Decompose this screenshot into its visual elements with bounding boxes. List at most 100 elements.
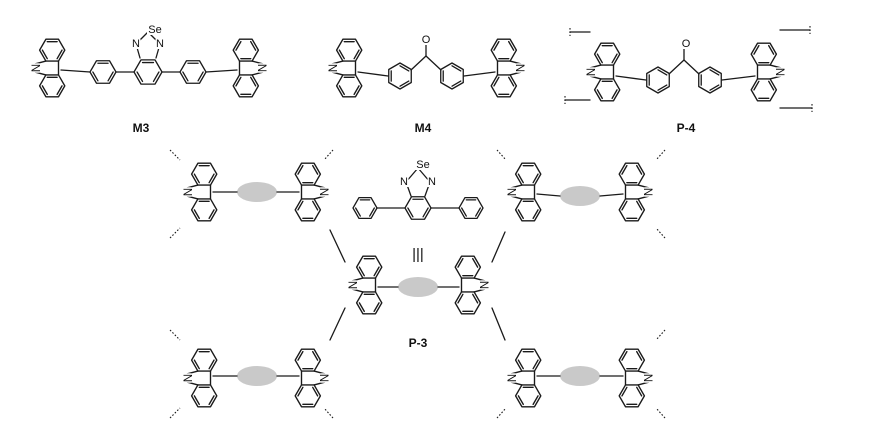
- phenylene-ring: [89, 60, 117, 84]
- core-unit-ellipse: [560, 366, 600, 386]
- double-bond-line: [768, 44, 775, 55]
- benzene-ring: [38, 74, 66, 98]
- double-bond-line: [297, 164, 304, 175]
- bond-line: [410, 55, 427, 71]
- phenyl-ring: [352, 196, 378, 220]
- benzene-ring: [618, 348, 646, 372]
- double-bond-line: [136, 71, 144, 83]
- nitrogen-atom: N: [180, 188, 192, 196]
- double-bond-line: [621, 200, 628, 211]
- atom-label-backdrop: [480, 280, 491, 290]
- double-bond-line: [596, 89, 603, 100]
- double-bond-line: [407, 207, 414, 218]
- carbazole-right: N: [750, 42, 788, 102]
- nitrogen-atom: N: [28, 64, 40, 72]
- chain-end-dash: [169, 227, 181, 239]
- nitrogen-atom: N: [480, 281, 492, 289]
- atom-label-backdrop: [326, 63, 337, 73]
- atom-label-backdrop: [320, 373, 331, 383]
- atom-label-backdrop: [29, 63, 40, 73]
- nitrogen-atom: N: [516, 64, 528, 72]
- double-bond-line: [472, 257, 479, 268]
- double-bond-line: [235, 76, 242, 87]
- bond-line: [721, 75, 756, 81]
- double-bond-line: [422, 207, 429, 218]
- chain-end-dash: [655, 329, 666, 341]
- carbazole-terminal: N: [180, 162, 218, 222]
- double-bond-line: [517, 395, 524, 406]
- benzene-ring: [355, 291, 383, 315]
- double-bond-line: [41, 85, 48, 96]
- benzene-ring: [294, 348, 322, 372]
- atom-label-backdrop: [320, 187, 331, 197]
- double-bond-line: [152, 71, 160, 83]
- fluorenone-ring: [698, 66, 722, 94]
- carbazole-left: N: [583, 42, 621, 102]
- benzene-ring: [232, 38, 260, 62]
- atom-label-backdrop: [505, 187, 516, 197]
- double-bond-line: [353, 85, 360, 96]
- double-bond-line: [596, 53, 603, 64]
- double-bond-line: [621, 164, 628, 175]
- fluorenone-ring: [388, 62, 412, 90]
- double-bond-line: [92, 71, 99, 82]
- double-bond-line: [312, 164, 319, 175]
- double-bond-line: [451, 80, 462, 87]
- double-bond-line: [636, 350, 643, 361]
- benzene-ring: [38, 38, 66, 62]
- fluorenone-ring: [646, 66, 670, 94]
- atom-label-backdrop: [415, 160, 431, 170]
- carbazole-left: N: [28, 38, 66, 98]
- double-bond-line: [636, 386, 643, 397]
- bond-line: [60, 69, 91, 73]
- double-bond-line: [493, 40, 500, 51]
- double-bond-line: [493, 76, 500, 87]
- benzene-ring: [294, 162, 322, 186]
- label-m4: M4: [415, 121, 432, 135]
- benzene-ring: [232, 74, 260, 98]
- phenyl-ring: [458, 196, 484, 220]
- nitrogen-atom: N: [644, 374, 656, 382]
- benzene-ring: [593, 78, 621, 102]
- atom-label-backdrop: [776, 67, 787, 77]
- label-p4: P-4: [677, 121, 696, 135]
- double-bond-line: [621, 350, 628, 361]
- double-bond-line: [753, 44, 760, 55]
- benzene-ring: [190, 384, 218, 408]
- double-bond-line: [193, 359, 200, 370]
- label-p3: P-3: [409, 336, 428, 350]
- double-bond-line: [753, 80, 760, 91]
- chain-end-dash: [323, 407, 334, 419]
- atom-label-backdrop: [399, 177, 409, 187]
- fluorenone-ring: [440, 62, 464, 90]
- double-bond-line: [56, 85, 63, 96]
- atom-label-backdrop: [131, 39, 141, 49]
- molecule-m4: NON: [325, 34, 528, 98]
- nitrogen-atom: N: [132, 38, 140, 50]
- double-bond-line: [354, 207, 361, 217]
- atom-label-backdrop: [505, 373, 516, 383]
- double-bond-line: [399, 65, 410, 72]
- double-bond-line: [532, 395, 539, 406]
- bond-line: [683, 59, 700, 75]
- double-bond-line: [338, 49, 345, 60]
- double-bond-line: [338, 85, 345, 96]
- carbazole-right: N: [232, 38, 270, 98]
- double-bond-line: [768, 80, 775, 91]
- double-bond-line: [399, 80, 410, 87]
- nitrogen-atom: N: [644, 188, 656, 196]
- double-bond-line: [353, 49, 360, 60]
- double-bond-line: [611, 89, 618, 100]
- benzene-ring: [618, 384, 646, 408]
- carbazole-terminal: N: [618, 348, 656, 408]
- nitrogen-atom: N: [345, 281, 357, 289]
- double-bond-line: [460, 207, 467, 217]
- atom-label-backdrop: [427, 177, 437, 187]
- bond-line: [599, 193, 624, 197]
- benzene-ring: [335, 38, 363, 62]
- atom-label-backdrop: [644, 373, 655, 383]
